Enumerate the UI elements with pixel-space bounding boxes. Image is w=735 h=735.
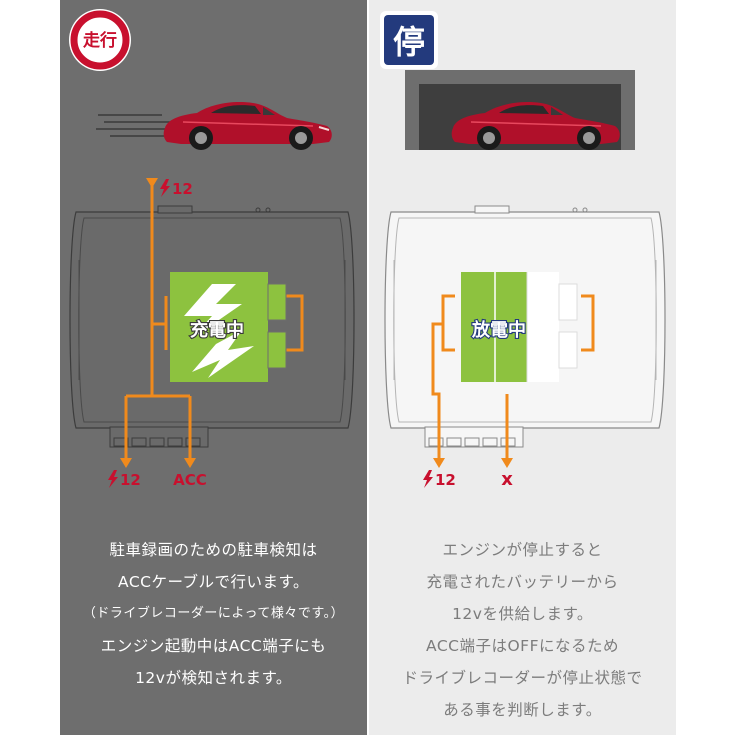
caption-line: エンジンが停止すると [442, 541, 603, 559]
battery-discharging: 放電中 [461, 272, 578, 382]
input-12v: 12 [146, 178, 193, 212]
garage-image [405, 70, 635, 150]
driving-sign: 走行 [69, 9, 131, 71]
battery-charging-label: 充電中 [190, 319, 244, 341]
lightning-icon [423, 470, 433, 488]
caption-line: エンジン起動中はACC端子にも [100, 637, 327, 655]
driving-panel: 走行 [60, 0, 367, 735]
parked-sign: 停 [380, 11, 438, 69]
driving-diagram: 走行 [69, 9, 355, 489]
battery-charging: 充電中 [170, 272, 287, 382]
speed-lines [96, 114, 172, 137]
battery-discharging-label: 放電中 [471, 319, 526, 341]
caption-line: （ドライブレコーダーによって様々です。） [82, 606, 345, 621]
driving-sign-label: 走行 [83, 30, 117, 51]
lightning-icon [184, 284, 254, 378]
caption-line: 駐車録画のための駐車検知は [109, 541, 318, 559]
wiring [124, 212, 304, 460]
car-image [163, 102, 332, 150]
lightning-icon [160, 179, 170, 197]
caption-line: 12vが検知されます。 [135, 669, 292, 687]
output-12v-label: 12 [120, 471, 141, 489]
output-12v: 12 [423, 470, 456, 489]
output-acc-label: ACC [173, 471, 207, 489]
caption-line: ACCケーブルで行います。 [118, 573, 309, 591]
output-arrows [120, 458, 196, 468]
caption-line: ドライブレコーダーが停止状態で [402, 669, 643, 687]
parked-caption: エンジンが停止すると 充電されたバッテリーから 12vを供給します。 ACC端子… [369, 534, 676, 726]
driving-caption: 駐車録画のための駐車検知は ACCケーブルで行います。 （ドライブレコーダーによ… [60, 534, 367, 694]
caption-line: ACC端子はOFFになるため [425, 637, 619, 655]
caption-line: ある事を判断します。 [443, 701, 602, 719]
caption-line: 充電されたバッテリーから [426, 573, 619, 591]
lightning-icon [108, 470, 118, 488]
input-12v-label: 12 [172, 180, 193, 198]
output-arrows [433, 458, 513, 468]
wiring [431, 294, 595, 460]
output-12v-label: 12 [435, 471, 456, 489]
parked-panel: 停 [369, 0, 676, 735]
parked-sign-label: 停 [393, 23, 425, 61]
output-acc-off-label: x [501, 469, 513, 490]
caption-line: 12vを供給します。 [452, 605, 593, 623]
output-12v: 12 [108, 470, 141, 489]
parked-diagram: 停 [380, 11, 666, 490]
